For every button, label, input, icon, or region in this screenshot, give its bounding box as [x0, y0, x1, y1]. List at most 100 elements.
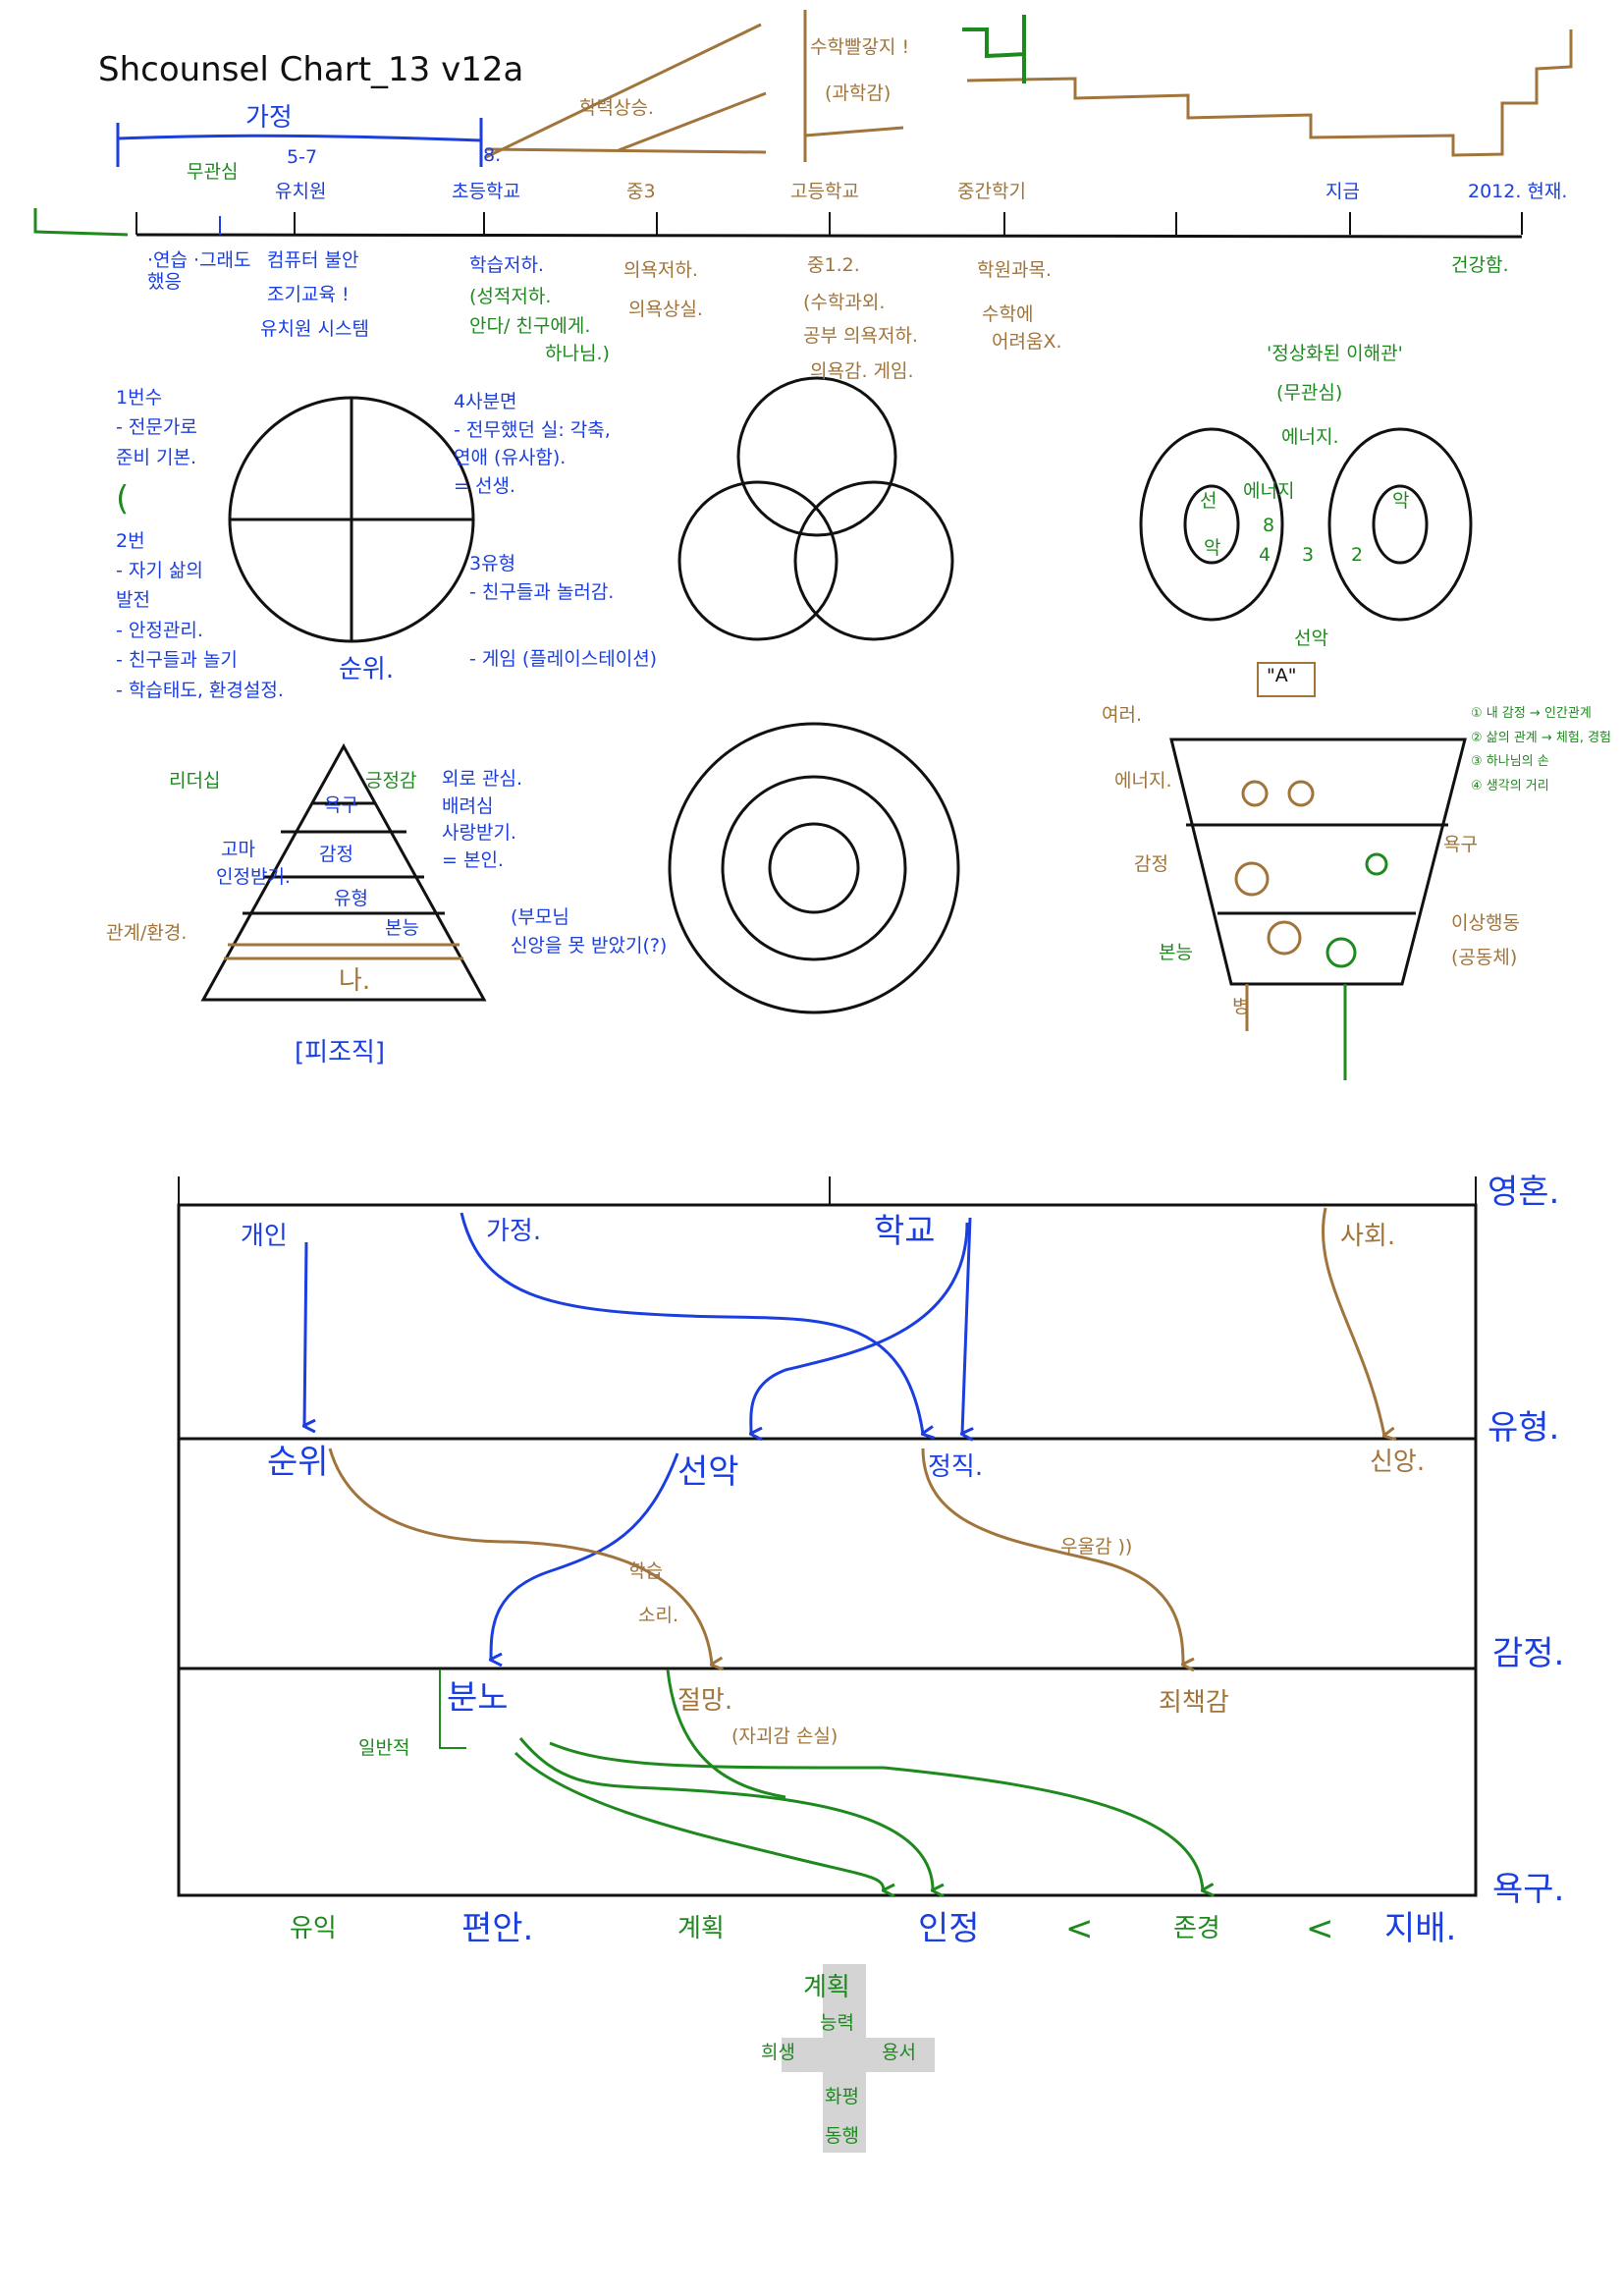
legend-item: ② 삶의 관계 → 체험, 경험	[1471, 730, 1612, 745]
donut-shapes	[1139, 427, 1473, 622]
note: = 선생.	[454, 474, 515, 497]
note: 안다/ 친구에게.	[469, 315, 591, 337]
note: 1번수	[116, 387, 163, 409]
note: 컴퓨터 불안	[267, 249, 359, 271]
grid-label: 죄책감	[1159, 1688, 1229, 1718]
note: 사랑받기.	[442, 822, 516, 845]
funnel-legend: ① 내 감정 → 인간관계 ② 삶의 관계 → 체험, 경험 ③ 하나님의 손 …	[1471, 702, 1611, 799]
note: (수학과외.	[803, 292, 886, 313]
note: 하나님.)	[545, 343, 610, 364]
green-step-marker	[962, 15, 1027, 83]
note: 4사분면	[454, 391, 517, 412]
note: 연애 (유사함).	[454, 447, 567, 468]
note: 외로 관심.	[442, 768, 522, 790]
row-label: 영혼.	[1488, 1173, 1560, 1212]
stage-label: 지금	[1325, 181, 1360, 202]
note: - 친구들과 놀러감.	[469, 580, 615, 603]
pyramid-right-notes: 외로 관심. 배려심 사랑받기. = 본인.	[442, 766, 522, 874]
note: - 안정관리.	[116, 619, 203, 641]
note: 에너지	[1243, 480, 1295, 502]
note: (성적저하.	[469, 286, 552, 307]
note: 고마	[221, 839, 255, 860]
concentric-circles	[668, 722, 960, 1014]
note: 어려움X.	[992, 331, 1062, 353]
need-label: 계획	[677, 1914, 725, 1943]
cross-shape	[782, 1964, 935, 2153]
grid-label: 가정.	[486, 1217, 542, 1246]
cross-label: 화평	[825, 2086, 859, 2107]
stage-label: 2012. 현재.	[1468, 181, 1568, 202]
note: 본능	[1159, 942, 1193, 963]
growth-lines	[485, 10, 1573, 162]
rank-label: 순위.	[339, 655, 395, 684]
note: 신앙을 못 받았기(?)	[511, 934, 668, 957]
pyramid-note: (부모님 신앙을 못 받았기(?)	[511, 903, 667, 959]
note: (무관심)	[1276, 382, 1343, 404]
note: 소리.	[638, 1605, 678, 1626]
note: = 본인.	[442, 848, 504, 871]
need-label: 유익	[290, 1914, 337, 1943]
note: 일반적	[358, 1737, 410, 1759]
pyramid-level: 본능	[385, 917, 419, 939]
stage-label: 5-7	[287, 146, 318, 168]
stage-label: 초등학교	[452, 181, 520, 202]
row-label: 감정.	[1492, 1634, 1565, 1673]
note: 4	[1259, 544, 1271, 566]
note: '정상화된 이해관'	[1267, 343, 1403, 364]
note: 3유형	[469, 553, 516, 574]
layer-grid	[177, 1176, 1478, 1897]
note: 건강함.	[1451, 254, 1509, 276]
quadrant-circle	[228, 396, 475, 643]
note: 배려심	[442, 794, 494, 817]
stage-label: 중3	[626, 181, 656, 202]
grid-label: 분노	[447, 1678, 509, 1718]
need-label: <	[1306, 1909, 1334, 1948]
note: 병	[1232, 996, 1250, 1017]
cross-label: 능력	[820, 2012, 854, 2034]
grid-label: 학교	[874, 1212, 936, 1251]
note: 학원과목.	[977, 259, 1052, 281]
age-label: 8.	[483, 144, 502, 166]
note: (부모님	[511, 906, 569, 928]
note: - 자기 삶의	[116, 559, 203, 581]
note: - 친구들과 놀기	[116, 649, 238, 672]
note: - 전무했던 실: 각축,	[454, 418, 611, 441]
pyramid-level: 유형	[334, 888, 368, 909]
need-label: 존경	[1173, 1914, 1220, 1943]
grid-label: 순위	[267, 1443, 329, 1482]
rise-label: 학력상승.	[579, 97, 654, 119]
grid-arrows	[304, 1207, 1384, 1890]
note: - 전문가로	[116, 416, 197, 439]
peak-label: 수학빨갛지 !	[810, 36, 910, 58]
legend-item: ③ 하나님의 손	[1471, 754, 1549, 770]
need-label: 인정	[918, 1909, 980, 1948]
stage-label: 유치원	[275, 181, 327, 202]
note: 발전	[116, 589, 150, 612]
cross-label: 계획	[803, 1973, 850, 2002]
note: 관계/환경.	[106, 922, 188, 944]
note: 의욕감. 게임.	[810, 360, 914, 382]
note: 에너지.	[1114, 770, 1172, 792]
row-label: 유형.	[1488, 1408, 1560, 1448]
funnel-badge: "A"	[1267, 665, 1297, 686]
need-label: <	[1065, 1909, 1094, 1948]
note: 에너지.	[1281, 426, 1339, 448]
grid-label: 절망.	[677, 1686, 733, 1716]
note: (자괴감 손실)	[731, 1725, 839, 1747]
pyramid-level: 나.	[339, 966, 371, 996]
need-label: 편안.	[461, 1909, 534, 1948]
chart-title: Shcounsel Chart_13 v12a	[98, 50, 524, 89]
note: 중1.2.	[807, 254, 860, 276]
stage-label: 중간학기	[957, 181, 1026, 202]
note: - 게임 (플레이스테이션)	[469, 648, 658, 670]
note: 긍정감	[365, 770, 417, 792]
note: 2	[1351, 544, 1364, 566]
row-label: 욕구.	[1492, 1870, 1565, 1909]
venn-diagram	[677, 376, 954, 641]
family-bracket	[116, 118, 483, 167]
cross-label: 동행	[825, 2125, 859, 2147]
peak-label: (과학감)	[825, 82, 892, 104]
stage-label: 고등학교	[790, 181, 859, 202]
pyramid-level: 욕구	[324, 794, 358, 816]
note: 조기교육 !	[267, 284, 350, 305]
